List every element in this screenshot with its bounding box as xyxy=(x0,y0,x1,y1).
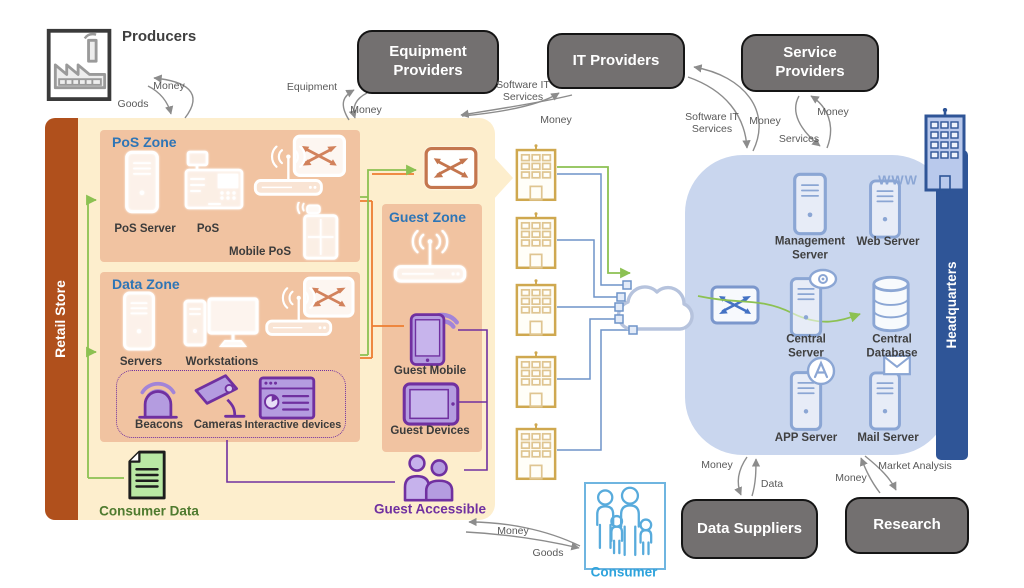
branch-building-icon xyxy=(515,423,557,481)
web-server-label: Web Server xyxy=(856,236,920,248)
retail-store-pointer xyxy=(493,156,513,200)
store-switch-icon xyxy=(424,146,478,190)
mobile-pos-label: Mobile PoS xyxy=(229,246,291,258)
flow-equipment-retail xyxy=(342,89,368,121)
producers-label: Producers xyxy=(122,28,197,45)
flow-hq-datasuppliers xyxy=(734,456,761,497)
cloud-node-squares xyxy=(614,280,638,335)
mail-server-label: Mail Server xyxy=(857,432,919,444)
servers-label: Servers xyxy=(119,356,163,368)
factory-icon xyxy=(46,28,112,101)
flow-label-money: Money xyxy=(540,114,572,126)
cameras-label: Cameras xyxy=(193,419,243,431)
pos-wifi-switch-icon xyxy=(252,134,348,198)
servers-icon xyxy=(122,291,156,351)
guest-mobile-icon xyxy=(402,306,460,368)
management-server-label: Management Server xyxy=(774,235,846,262)
hq-switch-icon xyxy=(710,285,760,325)
beacons-label: Beacons xyxy=(135,419,183,431)
consumer-data-icon xyxy=(128,450,166,500)
guest-mobile-label: Guest Mobile xyxy=(393,365,467,377)
pos-server-icon xyxy=(124,150,160,214)
hq-building-icon xyxy=(924,108,966,192)
internet-cloud-icon xyxy=(616,285,694,331)
it-providers-box: IT Providers xyxy=(547,33,685,89)
central-database-icon xyxy=(872,275,910,333)
pos-label: PoS xyxy=(196,223,220,235)
flow-label-money: Money xyxy=(497,525,529,537)
equipment-providers-box: Equipment Providers xyxy=(357,30,499,94)
flow-label-money: Money xyxy=(153,80,185,92)
mail-server-icon xyxy=(869,371,901,431)
central-server-label: Central Server xyxy=(786,333,826,360)
data-zone-title: Data Zone xyxy=(112,276,180,292)
www-label: WWW xyxy=(878,172,918,188)
pos-server-label: PoS Server xyxy=(114,223,176,235)
wan-green-line xyxy=(557,166,631,279)
consumer-data-label: Consumer Data xyxy=(99,503,199,519)
flow-label-goods: Goods xyxy=(117,98,149,110)
guest-accessible-devices-group xyxy=(116,370,346,438)
headquarters-sidebar xyxy=(936,150,968,460)
flow-label-goods: Goods xyxy=(532,547,564,559)
flow-hq-research xyxy=(859,455,897,494)
interactive-devices-icon xyxy=(258,376,316,420)
flow-label-market-analysis: Market Analysis xyxy=(878,460,952,472)
guest-devices-label: Guest Devices xyxy=(390,425,470,437)
consumer-family-icon xyxy=(596,486,653,557)
flow-label-money: Money xyxy=(835,472,867,484)
workstations-icon xyxy=(183,297,259,348)
pos-terminal-icon xyxy=(184,150,244,210)
flow-label-equipment: Equipment xyxy=(286,81,338,93)
guest-wifi-router-icon xyxy=(393,230,467,283)
consumer-label: Consumer xyxy=(590,564,658,580)
flow-producers-retail xyxy=(147,74,194,119)
app-server-label: APP Server xyxy=(774,432,838,444)
branch-building-icon xyxy=(515,212,557,270)
store-lan-lines xyxy=(360,164,417,359)
mobile-pos-icon xyxy=(296,202,339,260)
flow-it-hq xyxy=(687,64,760,152)
data-suppliers-box: Data Suppliers xyxy=(681,499,818,559)
flow-label-money: Money xyxy=(350,104,382,116)
guest-access-lines xyxy=(226,329,488,483)
research-box: Research xyxy=(845,497,969,554)
workstations-label: Workstations xyxy=(185,356,259,368)
consumer-data-lines xyxy=(86,194,124,479)
retail-store-sidebar xyxy=(45,118,78,520)
branch-building-icon xyxy=(515,279,557,337)
wan-lines xyxy=(557,173,633,451)
data-wifi-switch-icon xyxy=(264,276,356,338)
flow-retail-consumer xyxy=(465,517,581,551)
flow-label-money: Money xyxy=(749,115,781,127)
flow-label-data: Data xyxy=(760,478,784,490)
flow-it-retail xyxy=(460,92,573,118)
flow-label-software-it-services: Software IT Services xyxy=(685,110,739,135)
management-server-icon xyxy=(793,172,827,236)
monitoring-eye-icon xyxy=(808,268,838,290)
guest-devices-icon xyxy=(402,382,460,426)
flow-label-services: Services xyxy=(778,133,820,145)
branch-building-icon xyxy=(515,351,557,409)
flow-label-money: Money xyxy=(817,106,849,118)
beacons-icon xyxy=(137,381,179,420)
guest-accessible-icon xyxy=(403,454,454,502)
service-providers-box: Service Providers xyxy=(741,34,879,92)
interactive-devices-label: Interactive devices xyxy=(244,419,342,431)
central-database-label: Central Database xyxy=(866,333,918,360)
flow-service-hq xyxy=(795,95,832,149)
guest-zone-title: Guest Zone xyxy=(389,209,467,225)
pos-zone-title: PoS Zone xyxy=(112,134,177,150)
flow-label-money: Money xyxy=(701,459,733,471)
branch-building-icon xyxy=(515,144,557,202)
guest-accessible-label: Guest Accessible xyxy=(373,501,487,517)
cameras-icon xyxy=(194,374,246,418)
flow-label-software-it-services: Software IT Services xyxy=(496,78,550,103)
